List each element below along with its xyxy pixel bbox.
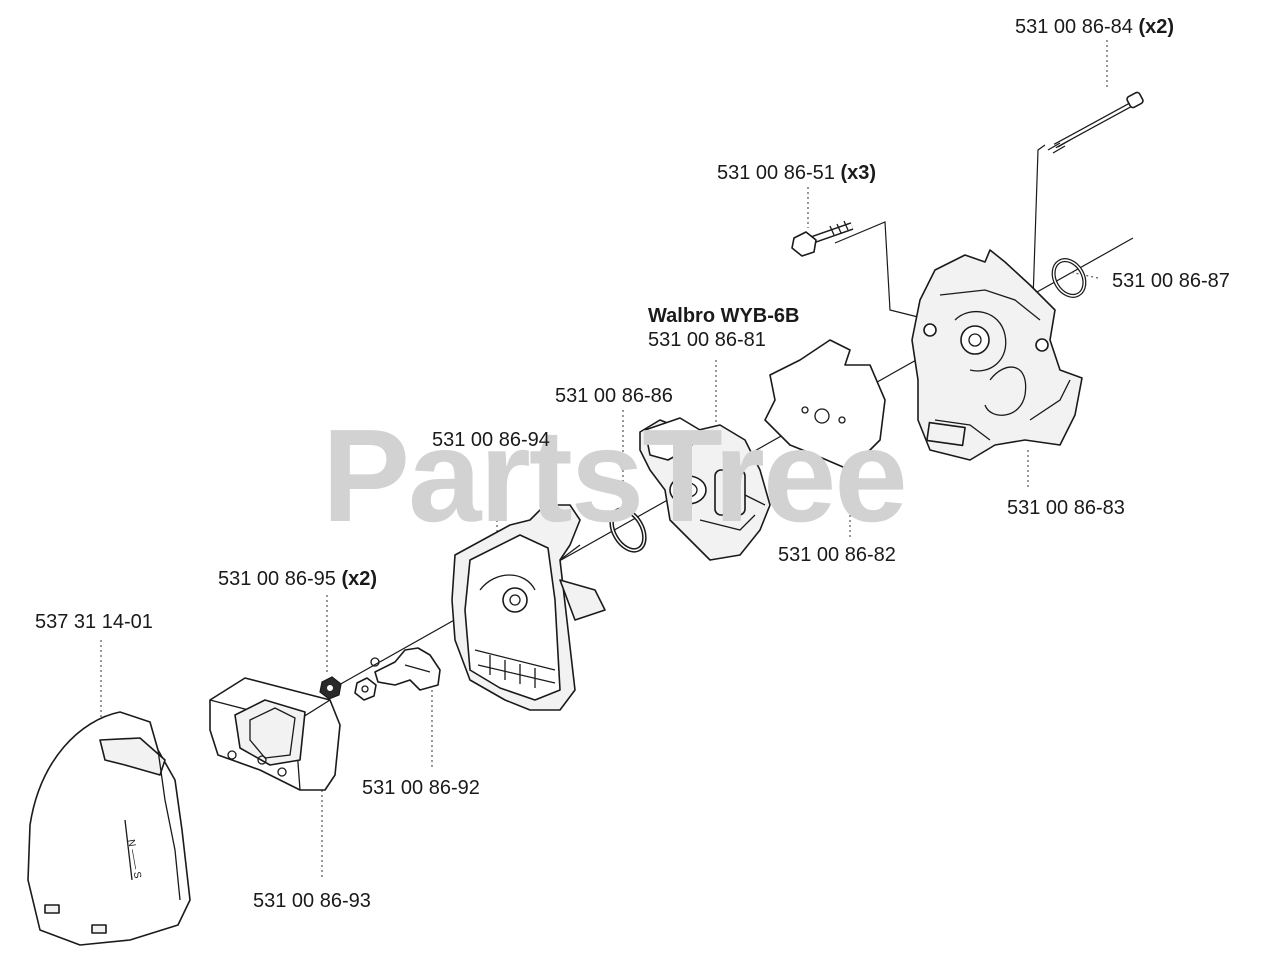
intake-manifold-shape — [911, 249, 1083, 461]
label-intake-manifold: 531 00 86-83 — [1007, 497, 1125, 519]
label-air-filter: 531 00 86-93 — [253, 890, 371, 912]
cover-shape: N —— S — [27, 711, 191, 946]
label-oring-small: 531 00 86-87 — [1112, 270, 1230, 292]
bracket-shape — [370, 647, 441, 691]
label-bracket: 531 00 86-92 — [362, 777, 480, 799]
long-bolt-shape — [1047, 91, 1144, 154]
watermark-logo: PartsTree — [322, 402, 908, 549]
label-nut: 531 00 86-95 (x2) — [218, 568, 378, 590]
label-oring-carb: 531 00 86-86 — [555, 385, 673, 407]
bolt-short-axis — [834, 221, 931, 321]
label-carburetor: 531 00 86-81 — [648, 329, 766, 351]
bolt-long-axis — [1032, 144, 1046, 301]
label-bolt-long: 531 00 86-84 (x2) — [1015, 16, 1175, 38]
label-air-filter-housing: 531 00 86-94 — [432, 429, 550, 451]
label-carb-model: Walbro WYB-6B — [648, 305, 800, 327]
air-filter-housing-shape — [451, 504, 606, 711]
air-filter-shape — [209, 677, 341, 791]
label-bolt-short: 531 00 86-51 (x3) — [717, 162, 877, 184]
short-bolt-shape — [791, 220, 854, 257]
label-gasket: 531 00 86-82 — [778, 544, 896, 566]
label-cover: 537 31 14-01 — [35, 611, 153, 633]
nut-shapes — [319, 676, 377, 701]
gasket-shape — [764, 339, 886, 471]
carburetor-shape — [639, 417, 771, 561]
